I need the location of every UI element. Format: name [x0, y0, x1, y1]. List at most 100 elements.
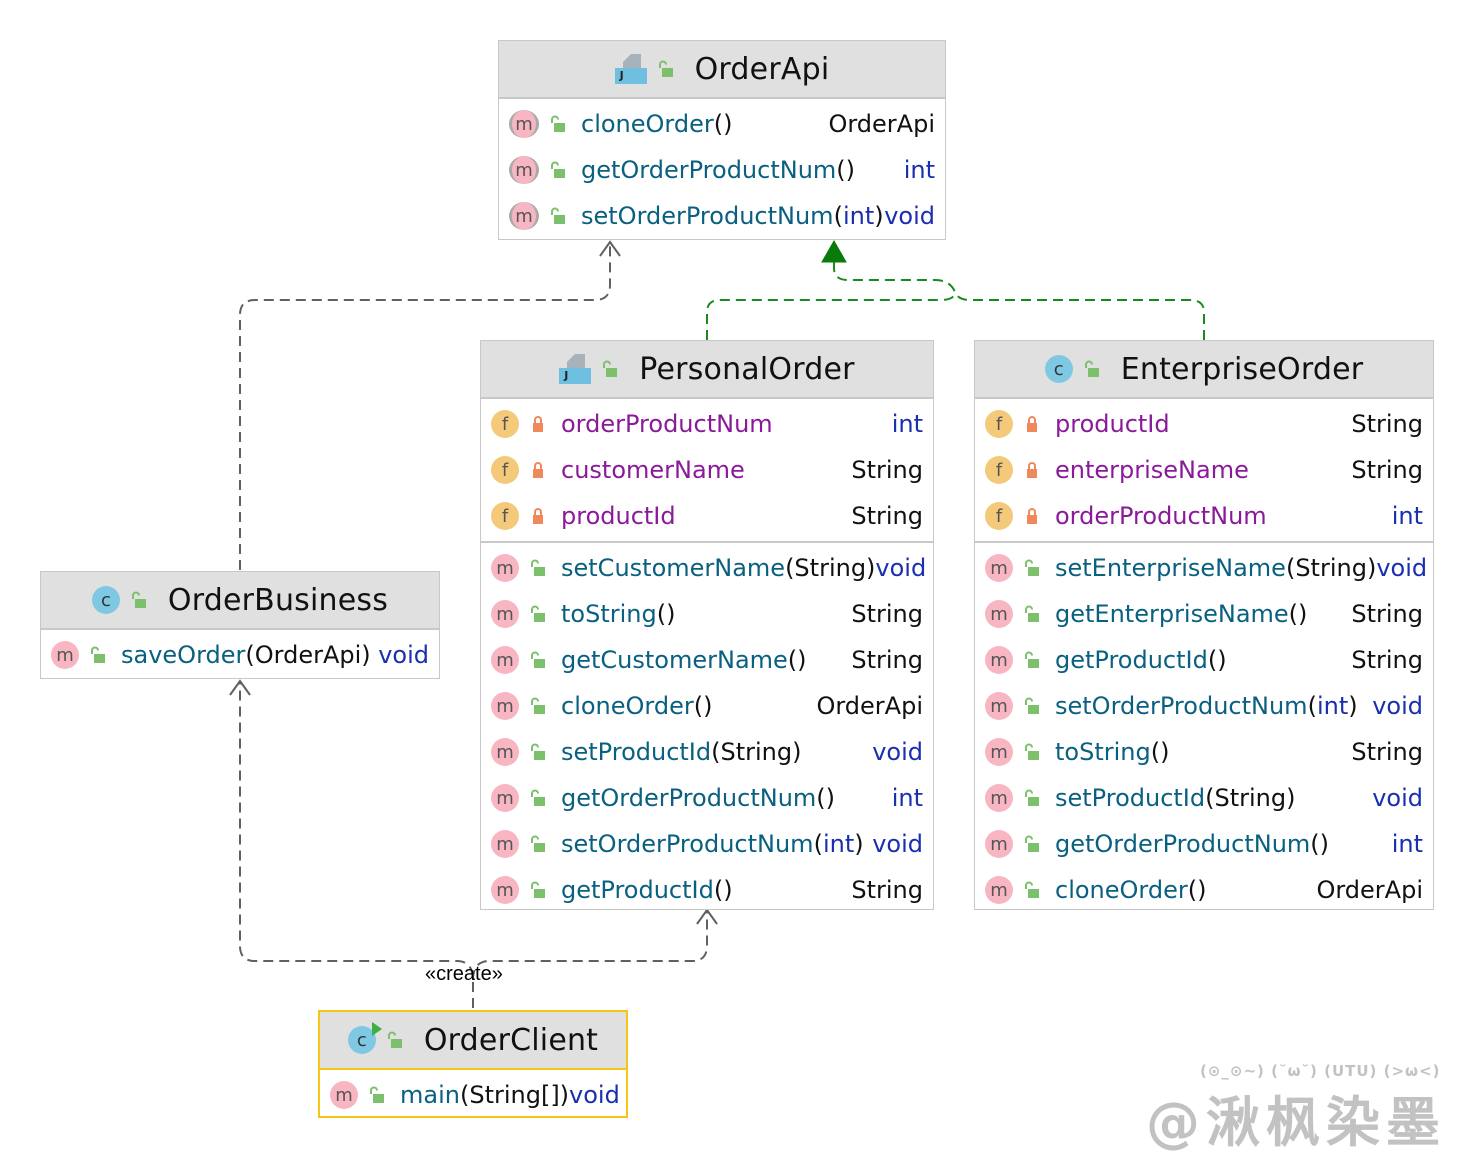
interface-icon: J [559, 354, 592, 384]
method-name: setEnterpriseName [1055, 554, 1286, 582]
class-name: OrderClient [423, 1022, 599, 1058]
public-visibility-icon [131, 591, 146, 608]
interface-icon: J [614, 54, 647, 84]
method-return-type: OrderApi [816, 692, 923, 720]
public-visibility-icon [531, 605, 545, 622]
public-visibility-icon [658, 60, 673, 77]
method-name: cloneOrder [581, 110, 714, 138]
public-visibility-icon [531, 697, 545, 714]
method-return-type: void [884, 202, 935, 230]
public-visibility-icon [1025, 651, 1039, 668]
method-params: (int) [1307, 692, 1358, 720]
public-visibility-icon [1084, 360, 1099, 377]
method-name: setProductId [561, 738, 712, 766]
method-return-type: int [1391, 830, 1423, 858]
edge-orderclient-to-personalorder [472, 910, 708, 981]
public-visibility-icon [1025, 743, 1039, 760]
method-return-type: String [851, 600, 923, 628]
public-visibility-icon [1025, 559, 1039, 576]
method-icon: m [491, 646, 519, 674]
method-name: setOrderProductNum [581, 202, 834, 230]
class-header[interactable]: J OrderApi [499, 41, 945, 99]
method-params: (String) [711, 738, 802, 766]
class-name: OrderApi [694, 51, 830, 87]
method-icon: m [491, 784, 519, 812]
class-icon: c [1044, 355, 1073, 383]
field-icon: f [491, 456, 519, 484]
method-name: toString [561, 600, 657, 628]
public-visibility-icon [551, 115, 565, 132]
public-visibility-icon [1025, 835, 1039, 852]
method-params: (String) [1285, 554, 1377, 582]
field-type: String [1351, 456, 1423, 484]
field-type: String [851, 502, 923, 530]
runnable-class-icon: c [347, 1022, 382, 1054]
class-header[interactable]: c OrderClient [320, 1012, 626, 1070]
method-name: main [400, 1081, 460, 1109]
private-visibility-icon [533, 508, 543, 524]
field-name: productId [1055, 410, 1170, 438]
method-icon: m [491, 692, 519, 720]
private-visibility-icon [533, 416, 543, 432]
method-params: () [1187, 876, 1207, 904]
method-params: () [713, 110, 733, 138]
public-visibility-icon [1025, 605, 1039, 622]
public-visibility-icon [91, 646, 105, 663]
method-row[interactable]: m cloneOrder() OrderApi [499, 101, 945, 147]
method-params: () [1310, 830, 1330, 858]
private-visibility-icon [1027, 508, 1037, 524]
watermark-faces: (⊙_⊙~) (˘ω˘) (UTU) (>ω<) [1200, 1062, 1441, 1080]
field-type: int [891, 410, 923, 438]
edge-personalorder-to-orderapi [706, 262, 957, 340]
method-name: getProductId [1055, 646, 1208, 674]
method-icon: m [491, 554, 519, 582]
method-name: saveOrder [121, 641, 246, 669]
method-icon: m [491, 600, 519, 628]
method-return-type: String [1351, 646, 1423, 674]
field-icon: f [491, 410, 519, 438]
public-visibility-icon [1025, 789, 1039, 806]
method-return-type: OrderApi [828, 110, 935, 138]
abstract-method-icon: m [509, 110, 539, 138]
method-name: getOrderProductNum [581, 156, 837, 184]
field-icon: f [985, 502, 1013, 530]
arrowhead-orderbusiness-create [229, 679, 251, 696]
method-return-type: void [872, 738, 923, 766]
method-name: getOrderProductNum [561, 784, 817, 812]
